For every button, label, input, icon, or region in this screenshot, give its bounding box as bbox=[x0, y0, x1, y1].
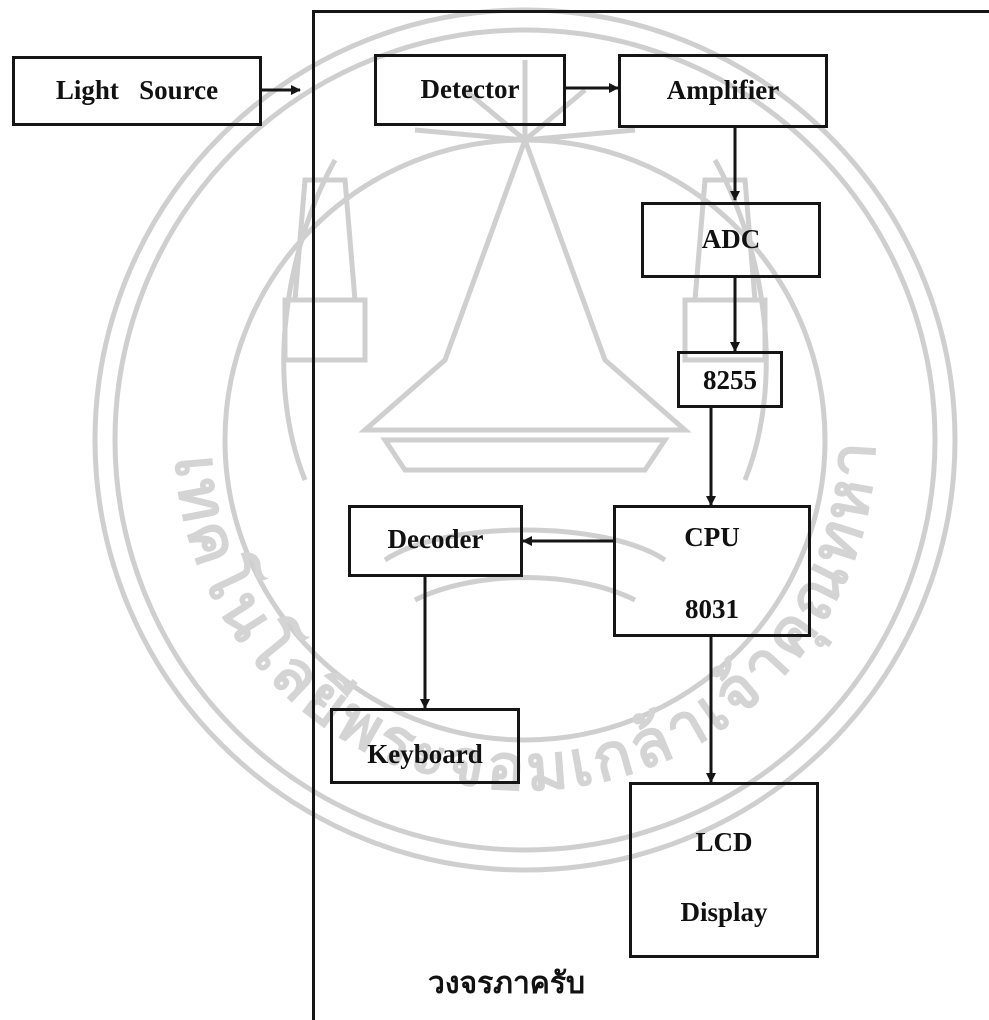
display-label: Display bbox=[632, 897, 816, 928]
detector-block: Detector bbox=[374, 54, 566, 126]
lcd-display-block: LCD Display bbox=[629, 782, 819, 958]
cpu-8031-block: CPU 8031 bbox=[613, 505, 811, 637]
cpu-label: CPU bbox=[616, 522, 808, 553]
receiver-circuit-caption: วงจรภาครับ bbox=[428, 960, 585, 1007]
ppi-8255-block: 8255 bbox=[677, 351, 783, 408]
cpu-model-label: 8031 bbox=[616, 594, 808, 625]
adc-label: ADC bbox=[644, 224, 818, 255]
light-source-block: Light Source bbox=[12, 56, 262, 126]
keyboard-block: Keyboard bbox=[330, 708, 520, 784]
amplifier-label: Amplifier bbox=[621, 75, 825, 106]
amplifier-block: Amplifier bbox=[618, 54, 828, 128]
detector-label: Detector bbox=[377, 74, 563, 105]
decoder-label: Decoder bbox=[351, 524, 520, 555]
ppi-8255-label: 8255 bbox=[680, 365, 780, 396]
lcd-label: LCD bbox=[632, 827, 816, 858]
keyboard-label: Keyboard bbox=[333, 739, 517, 770]
light-source-label: Light Source bbox=[15, 75, 259, 106]
adc-block: ADC bbox=[641, 202, 821, 278]
decoder-block: Decoder bbox=[348, 505, 523, 577]
